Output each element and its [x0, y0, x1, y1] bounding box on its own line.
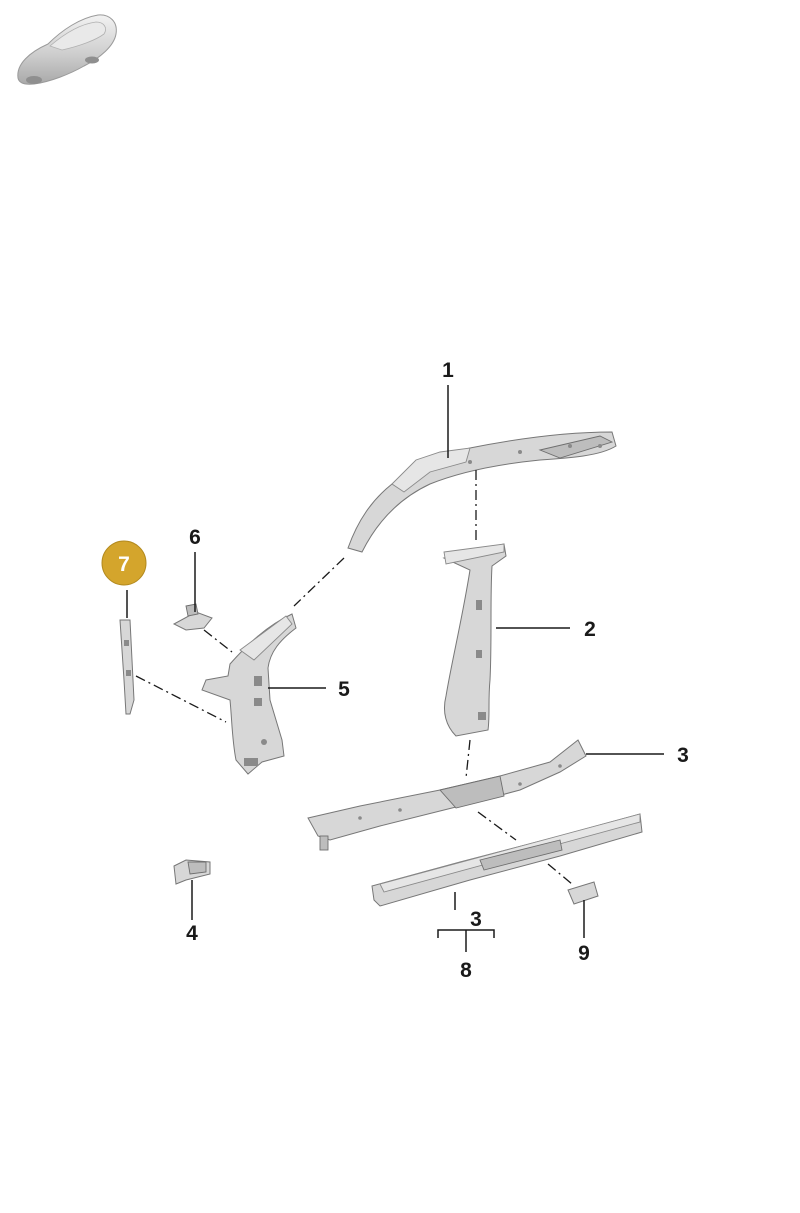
- part-3-side-sill-inner[interactable]: [307, 739, 587, 851]
- part-6-bracket[interactable]: [172, 603, 213, 631]
- callout-1[interactable]: 1: [442, 359, 454, 382]
- callout-7-highlighted[interactable]: 7: [101, 540, 147, 586]
- callout-9[interactable]: 9: [578, 942, 590, 965]
- callout-3-lower[interactable]: 3: [470, 908, 482, 931]
- part-4-bracket[interactable]: [173, 859, 211, 885]
- callout-5[interactable]: 5: [338, 678, 350, 701]
- callout-2[interactable]: 2: [584, 618, 596, 641]
- part-8-side-sill-outer[interactable]: [371, 813, 643, 907]
- part-1-roof-side-rail[interactable]: [347, 431, 617, 553]
- leader-lines: [126, 385, 664, 952]
- part-7-reinforcement[interactable]: [119, 619, 135, 715]
- part-5-a-pillar-lower[interactable]: [201, 613, 297, 775]
- part-2-b-pillar[interactable]: [442, 543, 507, 737]
- car-silhouette-icon[interactable]: [17, 14, 117, 85]
- callout-7[interactable]: 7: [118, 553, 130, 576]
- callout-8[interactable]: 8: [460, 959, 472, 982]
- callout-3-upper[interactable]: 3: [677, 744, 689, 767]
- callout-6[interactable]: 6: [189, 526, 201, 549]
- callout-4[interactable]: 4: [186, 922, 198, 945]
- part-9-end-cap[interactable]: [567, 881, 599, 905]
- callout-7-badge[interactable]: [101, 540, 147, 586]
- assembly-lines: [135, 470, 573, 885]
